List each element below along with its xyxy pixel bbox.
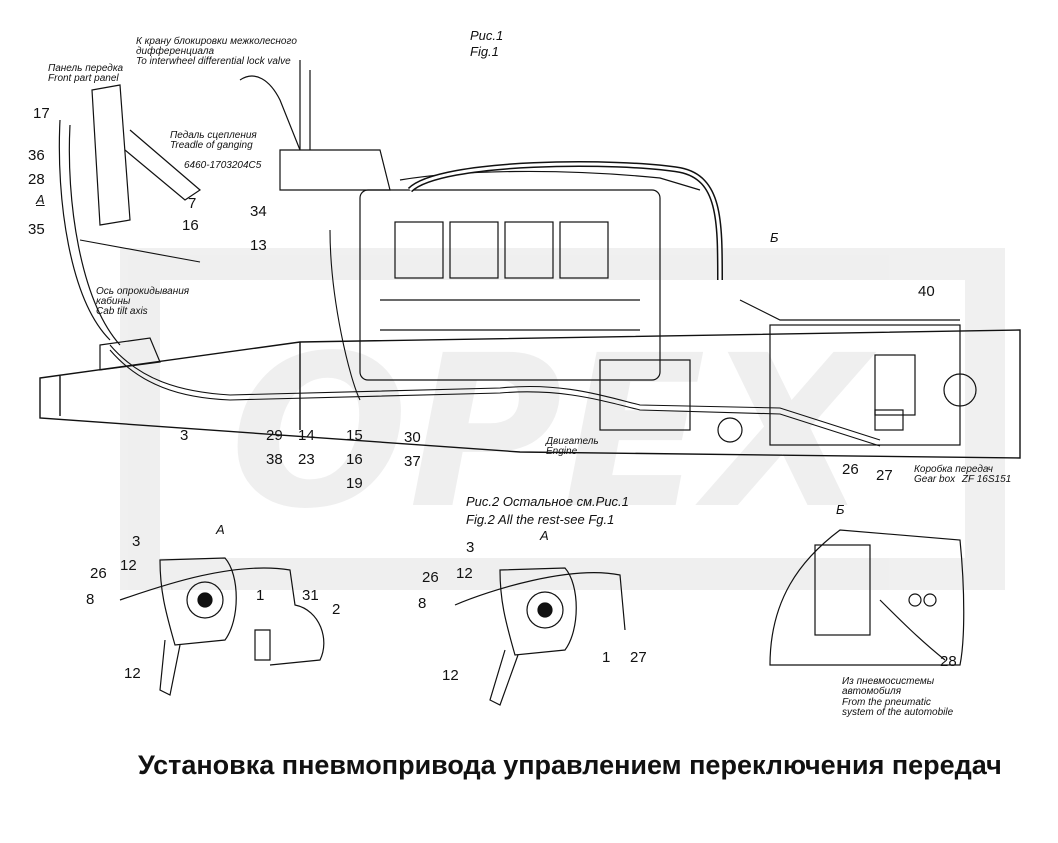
pneumatic-label-en: From the pneumatic bbox=[842, 697, 931, 708]
callout-34: 34 bbox=[250, 203, 267, 220]
fig1-caption-ru: Рис.1 bbox=[470, 28, 504, 43]
gearbox bbox=[739, 299, 977, 446]
callout-16-bottom: 16 bbox=[346, 451, 363, 468]
part-number-label: 6460-1703204C5 bbox=[184, 160, 262, 171]
callout-a1-2: 2 bbox=[332, 601, 341, 618]
gearbox-label-ru: Коробка передач bbox=[914, 464, 993, 475]
view-a-heading-left: А bbox=[216, 522, 225, 537]
front-panel bbox=[58, 84, 201, 346]
svg-text:OPEX: OPEX bbox=[230, 310, 877, 555]
cab-tilt-label-ru2: кабины bbox=[96, 296, 131, 307]
engine-block bbox=[359, 170, 743, 443]
callout-13: 13 bbox=[250, 237, 267, 254]
pneumatic-label-en2: system of the automobile bbox=[842, 707, 954, 718]
callout-a2-1: 1 bbox=[602, 649, 611, 666]
lock-valve-label-en: To interwheel differential lock valve bbox=[136, 56, 291, 67]
callout-a2-26: 26 bbox=[422, 569, 439, 586]
pneumatic-label-ru2: автомобиля bbox=[842, 686, 902, 697]
lock-valve-label-ru2: дифференциала bbox=[136, 46, 215, 57]
callout-26-fig1: 26 bbox=[842, 461, 859, 478]
callout-7: 7 bbox=[188, 195, 197, 212]
view-a-right bbox=[454, 567, 626, 706]
pneumatic-lines bbox=[79, 229, 881, 447]
view-a-marker-main: А bbox=[36, 192, 45, 207]
callout-23: 23 bbox=[298, 451, 315, 468]
clutch-pedal-label-en: Treadle of ganging bbox=[170, 140, 253, 151]
callout-27-fig1: 27 bbox=[876, 467, 893, 484]
engine-label-en: Engine bbox=[546, 446, 578, 457]
callout-a1-1: 1 bbox=[256, 587, 265, 604]
view-b-marker-main: Б bbox=[770, 230, 779, 245]
view-a-left bbox=[119, 557, 325, 696]
fig2-caption-ru: Рис.2 Остальное см.Рис.1 bbox=[466, 494, 629, 509]
fig1-caption-en: Fig.1 bbox=[470, 44, 499, 59]
watermark: OPEX bbox=[120, 248, 1005, 590]
callout-a2-27: 27 bbox=[630, 649, 647, 666]
callout-a2-3: 3 bbox=[466, 539, 475, 556]
fig2-caption-en: Fig.2 All the rest-see Fg.1 bbox=[466, 512, 615, 527]
callout-a1-12-top: 12 bbox=[120, 557, 137, 574]
callout-a2-8: 8 bbox=[418, 595, 427, 612]
view-b-heading: Б bbox=[836, 502, 845, 517]
gearbox-model: ZF 16S151 bbox=[961, 474, 1012, 485]
cab-tilt-label-en: Cab tilt axis bbox=[96, 306, 148, 317]
callout-35: 35 bbox=[28, 221, 45, 238]
callout-b-28: 28 bbox=[940, 653, 957, 670]
cab-tilt-bracket bbox=[99, 337, 161, 371]
view-a-heading-right: А bbox=[540, 528, 549, 543]
callout-38: 38 bbox=[266, 451, 283, 468]
lock-valve-label-ru: К крану блокировки межколесного bbox=[136, 36, 297, 47]
chassis-frame bbox=[39, 329, 1021, 459]
front-panel-label-ru: Панель передка bbox=[48, 63, 124, 74]
callout-17: 17 bbox=[33, 105, 50, 122]
front-panel-label-en: Front part panel bbox=[48, 73, 119, 84]
callout-30: 30 bbox=[404, 429, 421, 446]
engine-label-ru: Двигатель bbox=[546, 436, 599, 447]
callout-19: 19 bbox=[346, 475, 363, 492]
callout-a1-8: 8 bbox=[86, 591, 95, 608]
gear-shift-lever bbox=[239, 60, 391, 191]
callout-29: 29 bbox=[266, 427, 283, 444]
callout-15: 15 bbox=[346, 427, 363, 444]
callout-14: 14 bbox=[298, 427, 315, 444]
callout-16-top: 16 bbox=[182, 217, 199, 234]
callout-40: 40 bbox=[918, 283, 935, 300]
callout-a1-12-bottom: 12 bbox=[124, 665, 141, 682]
callout-3: 3 bbox=[180, 427, 189, 444]
callout-a1-31: 31 bbox=[302, 587, 319, 604]
callout-36: 36 bbox=[28, 147, 45, 164]
view-b-detail bbox=[769, 529, 965, 666]
pneumatic-label-ru: Из пневмосистемы bbox=[842, 676, 935, 687]
clutch-pedal-label-ru: Педаль сцепления bbox=[170, 130, 257, 141]
cab-tilt-label-ru: Ось опрокидывания bbox=[96, 286, 190, 297]
callout-28: 28 bbox=[28, 171, 45, 188]
drawing-title: Установка пневмопривода управлением пере… bbox=[138, 750, 1002, 780]
callout-a2-12-bottom: 12 bbox=[442, 667, 459, 684]
gearbox-label-en: Gear box ZF 16S151 bbox=[914, 474, 1012, 485]
callout-37: 37 bbox=[404, 453, 421, 470]
callout-a1-26: 26 bbox=[90, 565, 107, 582]
callout-a2-12-top: 12 bbox=[456, 565, 473, 582]
callout-a1-3: 3 bbox=[132, 533, 141, 550]
